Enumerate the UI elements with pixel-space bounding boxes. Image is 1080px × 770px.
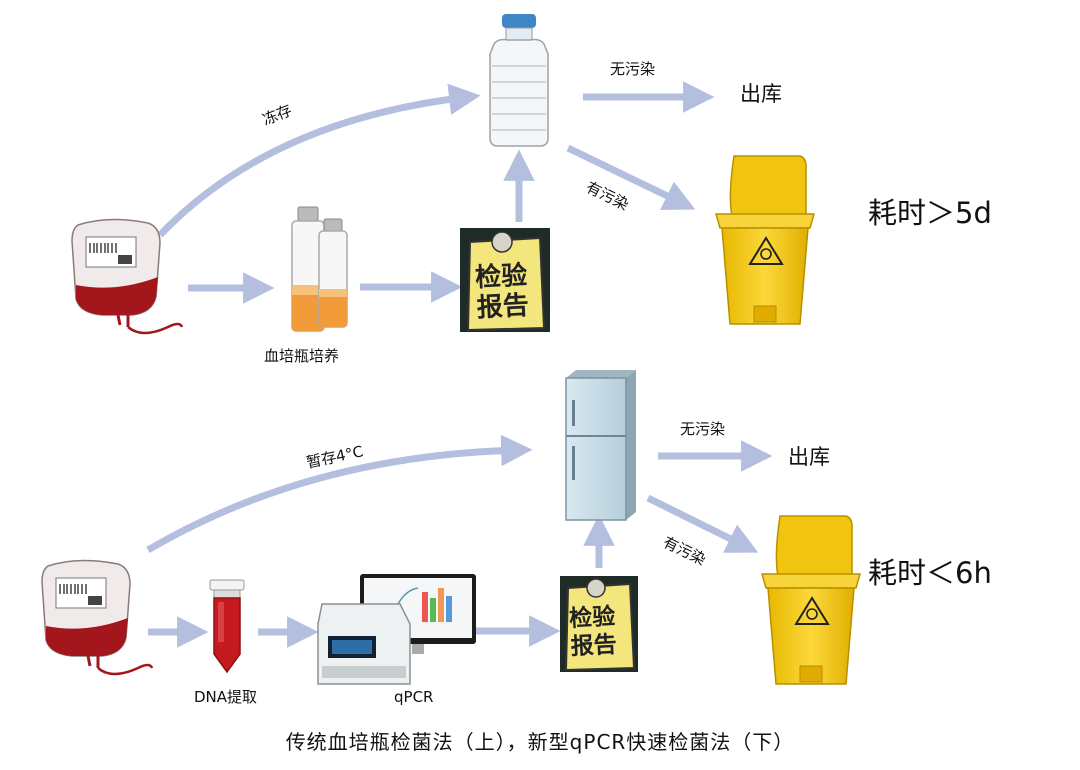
no-contam-label-b: 无污染 xyxy=(680,420,726,438)
arrow-freeze xyxy=(157,83,481,238)
qpcr-label: qPCR xyxy=(394,688,434,706)
report-line-2: 报告 xyxy=(476,290,530,324)
arrow-temp-store xyxy=(146,434,533,554)
report-line-1-b: 检验 xyxy=(568,603,616,633)
biohazard-bin-icon xyxy=(715,155,815,325)
time-label-top: 耗时＞5d xyxy=(868,196,992,230)
culture-label: 血培瓶培养 xyxy=(264,347,340,365)
report-line-2-b: 报告 xyxy=(570,631,618,661)
bottom-arrows xyxy=(146,434,773,648)
storage-bottle-icon xyxy=(489,14,549,147)
arrow-contam-b xyxy=(646,494,759,553)
culture-bottles-icon xyxy=(291,206,348,332)
report-icon-b xyxy=(560,576,638,672)
report-text-top: 检验 报告 xyxy=(474,261,529,324)
biohazard-bin-icon-b xyxy=(761,515,861,685)
time-label-bottom: 耗时＜6h xyxy=(868,556,992,590)
fridge-icon xyxy=(565,370,636,521)
top-arrows xyxy=(157,81,715,304)
qpcr-machine-icon xyxy=(317,574,476,685)
report-line-1: 检验 xyxy=(474,260,528,294)
dna-tube-icon xyxy=(209,579,245,674)
diagram-caption: 传统血培瓶检菌法（上），新型qPCR快速检菌法（下） xyxy=(285,730,795,754)
no-contam-label: 无污染 xyxy=(610,60,656,78)
report-text-bottom: 检验 报告 xyxy=(569,603,618,661)
report-icon xyxy=(460,228,550,332)
blood-bag-icon xyxy=(71,218,184,335)
dna-label: DNA提取 xyxy=(194,688,258,706)
blood-bag-icon-b xyxy=(41,559,154,676)
arrow-contam xyxy=(566,144,696,210)
release-label: 出库 xyxy=(740,82,782,106)
release-label-b: 出库 xyxy=(788,445,830,469)
